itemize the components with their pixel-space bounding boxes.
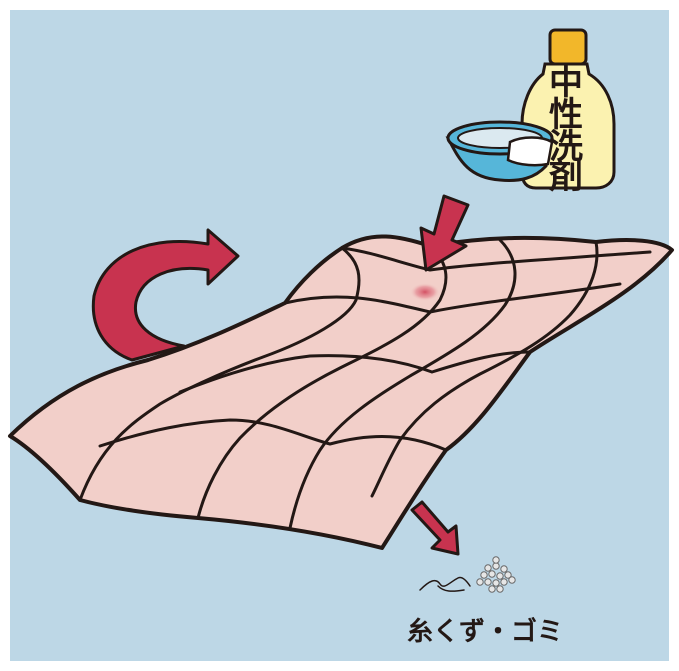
dust-particle [489,586,495,592]
dust-particle [481,572,487,578]
dust-particle [493,563,499,569]
dust-particle [485,579,491,585]
dust-particle [497,586,503,592]
dust-particle [501,579,507,585]
dust-particle [485,565,491,571]
dust-particle [489,571,495,577]
dust-particle [501,566,507,572]
stain-spot [410,283,440,301]
bottle-label-char-4: 剤 [549,157,583,197]
dust-particle [477,579,483,585]
dust-particle [497,573,503,579]
bottle-cap [550,30,586,64]
debris-caption: 糸くず・ゴミ [407,616,563,647]
dust-particle [509,577,515,583]
dust-particle [493,580,499,586]
cloth-icon [508,138,552,166]
dust-particle [493,557,499,563]
